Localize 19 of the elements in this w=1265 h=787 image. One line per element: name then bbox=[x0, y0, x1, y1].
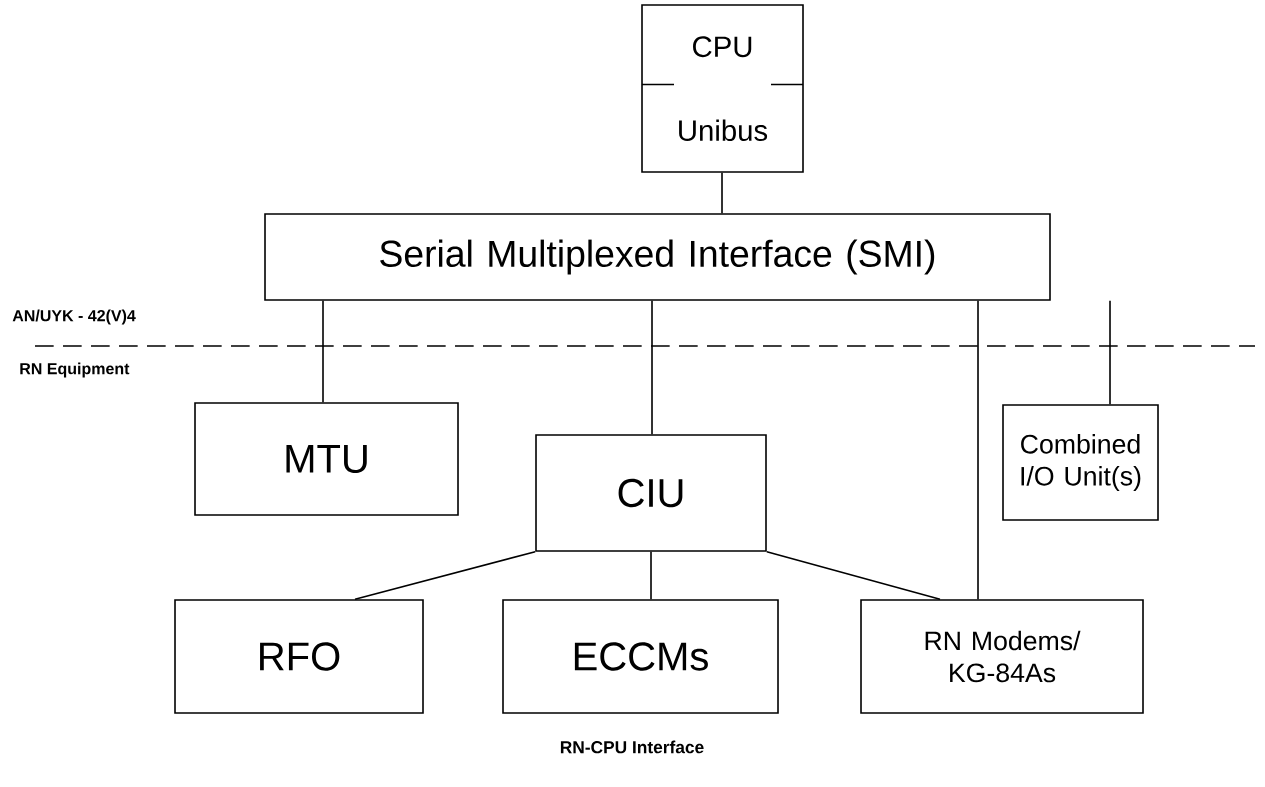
connector-line bbox=[766, 551, 941, 600]
connector-line bbox=[651, 300, 653, 435]
connector-line bbox=[721, 172, 723, 214]
unit-box: CIU bbox=[535, 434, 767, 552]
unit-box: RN Modems/ KG-84As bbox=[860, 599, 1144, 714]
unit-box: ECCMs bbox=[502, 599, 779, 714]
caption: RN-CPU Interface bbox=[560, 740, 704, 754]
connector-line bbox=[354, 551, 536, 600]
unit-box: Combined I/O Unit(s) bbox=[1002, 404, 1159, 521]
unit-box: Serial Multiplexed Interface (SMI) bbox=[264, 213, 1051, 301]
unit-box: RFO bbox=[174, 599, 424, 714]
connector-line bbox=[1109, 300, 1111, 405]
unit-box: MTU bbox=[194, 402, 459, 516]
connector-line bbox=[650, 551, 652, 600]
connector-line bbox=[322, 300, 324, 403]
side-label: RN Equipment bbox=[20, 362, 130, 378]
side-label: AN/UYK - 42(V)4 bbox=[12, 309, 136, 325]
unit-box: CPU Unibus bbox=[641, 4, 804, 173]
connector-line bbox=[977, 300, 979, 600]
